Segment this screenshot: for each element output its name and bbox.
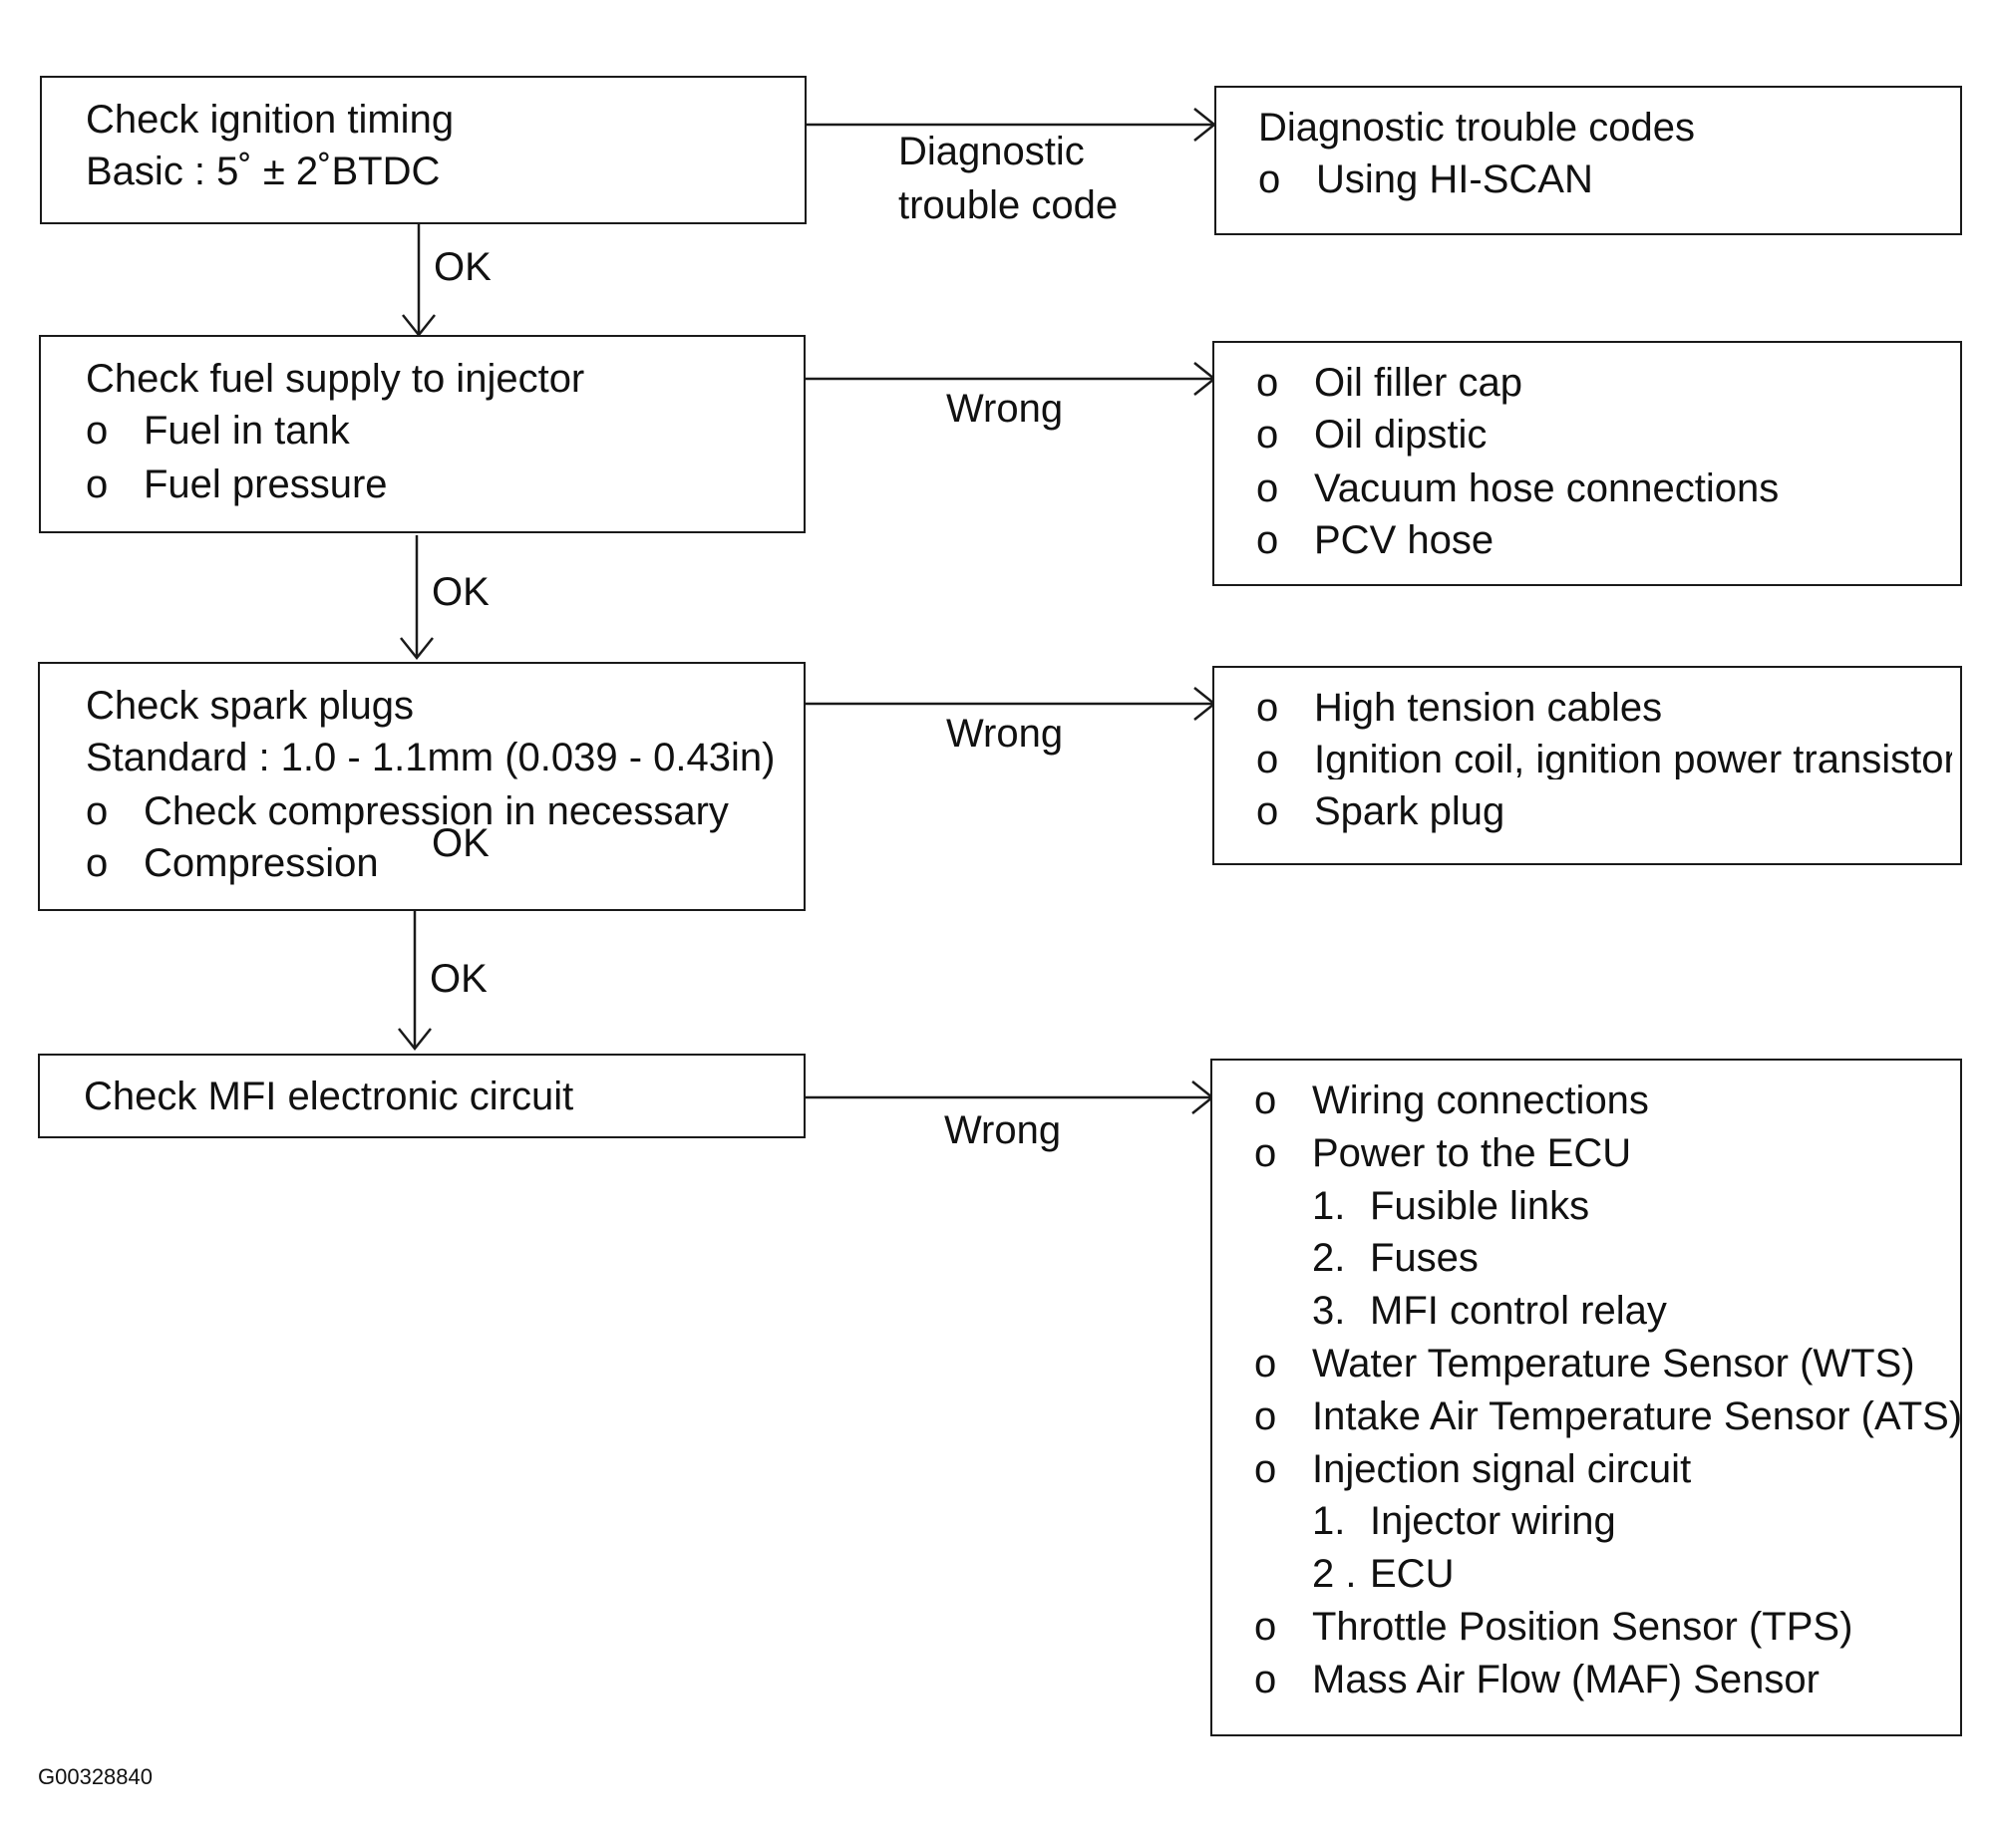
bullet: o: [1256, 686, 1279, 730]
item-text: Power to the ECU: [1312, 1131, 1632, 1175]
dtc-result-box: [1214, 86, 1962, 235]
fuel-wrong-item: o Oil dipstic: [1256, 415, 1487, 455]
item-text: Fuel in tank: [144, 409, 350, 453]
bullet: o: [86, 409, 109, 453]
bullet: o: [1254, 1394, 1277, 1438]
bullet: o: [1254, 1131, 1277, 1175]
step-spark-plugs-item: o Compression: [86, 843, 379, 883]
item-text: Injection signal circuit: [1312, 1447, 1692, 1491]
mfi-sub-item: 2. Fuses: [1254, 1238, 1479, 1278]
dtc-result-title: Diagnostic trouble codes: [1258, 106, 1696, 150]
item-text: Oil filler cap: [1314, 361, 1522, 405]
item-text: PCV hose: [1314, 518, 1494, 562]
mfi-sub-item: 3. MFI control relay: [1254, 1291, 1667, 1331]
step-fuel-supply-box: [39, 335, 806, 533]
spark-wrong-item: o Spark plug: [1256, 791, 1504, 831]
mfi-item: o Injection signal circuit: [1254, 1449, 1691, 1489]
bullet: o: [1258, 157, 1281, 201]
item-text: Spark plug: [1314, 789, 1505, 833]
ok-label: OK: [432, 821, 490, 865]
step-spark-plugs-box: [38, 662, 806, 911]
wrong-label: Wrong: [946, 712, 1064, 756]
spark-wrong-item: o Ignition coil, ignition power transisto…: [1256, 740, 1952, 779]
step-spark-plugs-title: Check spark plugs: [86, 684, 415, 728]
bullet: o: [1256, 738, 1279, 781]
bullet: o: [1256, 466, 1279, 510]
mfi-item: o Mass Air Flow (MAF) Sensor: [1254, 1660, 1820, 1699]
step-spark-plugs-item: o Check compression in necessary: [86, 791, 729, 831]
item-text: Check compression in necessary: [144, 789, 729, 833]
item-text: Fuel pressure: [144, 462, 388, 506]
item-text: Ignition coil, ignition power transistor: [1314, 740, 1952, 779]
item-text: Using HI-SCAN: [1316, 157, 1593, 201]
figure-code: G00328840: [38, 1764, 153, 1789]
item-text: Injector wiring: [1370, 1499, 1616, 1543]
wrong-label: Wrong: [944, 1108, 1062, 1152]
ok-label: OK: [432, 570, 490, 614]
step-spark-plugs-standard: Standard : 1.0 - 1.1mm (0.039 - 0.43in): [86, 736, 776, 779]
step-fuel-supply-item: o Fuel pressure: [86, 464, 388, 504]
item-text: Oil dipstic: [1314, 413, 1488, 457]
bullet: o: [1254, 1658, 1277, 1701]
step-mfi-circuit-box: [38, 1054, 806, 1138]
bullet: o: [1256, 361, 1279, 405]
item-text: Mass Air Flow (MAF) Sensor: [1312, 1658, 1820, 1701]
step-ignition-timing-title: Check ignition timing: [86, 98, 455, 142]
dtc-branch-label-line2: trouble code: [898, 183, 1119, 227]
ok-label: OK: [430, 957, 488, 1001]
bullet: o: [1254, 1342, 1277, 1386]
mfi-wrong-box: [1210, 1059, 1962, 1736]
item-text: Fuses: [1370, 1236, 1479, 1280]
step-ignition-timing-spec: Basic : 5˚ ± 2˚BTDC: [86, 150, 441, 193]
item-text: Throttle Position Sensor (TPS): [1312, 1605, 1853, 1649]
bullet: o: [1256, 518, 1279, 562]
step-fuel-supply-title: Check fuel supply to injector: [86, 357, 585, 401]
sub-item-number: 1.: [1312, 1499, 1346, 1543]
step-mfi-circuit-title: Check MFI electronic circuit: [84, 1075, 574, 1118]
item-text: High tension cables: [1314, 686, 1663, 730]
item-text: Intake Air Temperature Sensor (ATS): [1312, 1394, 1963, 1438]
mfi-item: o Intake Air Temperature Sensor (ATS): [1254, 1396, 1962, 1436]
mfi-item: o Power to the ECU: [1254, 1133, 1631, 1173]
sub-item-number: 1.: [1312, 1184, 1346, 1228]
bullet: o: [1254, 1605, 1277, 1649]
mfi-item: o Water Temperature Sensor (WTS): [1254, 1344, 1915, 1384]
mfi-sub-item: 2 . ECU: [1254, 1554, 1454, 1594]
ok-arrowhead-3: [398, 1028, 432, 1052]
fuel-wrong-item: o PCV hose: [1256, 520, 1494, 560]
mfi-sub-item: 1. Fusible links: [1254, 1186, 1589, 1226]
fuel-wrong-item: o Oil filler cap: [1256, 363, 1522, 403]
dtc-result-item: o Using HI-SCAN: [1258, 159, 1593, 199]
bullet: o: [1254, 1078, 1277, 1122]
sub-item-number: 3.: [1312, 1289, 1346, 1333]
bullet: o: [86, 462, 109, 506]
bullet: o: [1254, 1447, 1277, 1491]
sub-item-number: 2.: [1312, 1236, 1346, 1280]
bullet: o: [1256, 789, 1279, 833]
item-text: Wiring connections: [1312, 1078, 1649, 1122]
spark-wrong-box: [1212, 666, 1962, 865]
item-text: MFI control relay: [1370, 1289, 1667, 1333]
mfi-item: o Throttle Position Sensor (TPS): [1254, 1607, 1852, 1647]
bullet: o: [86, 789, 109, 833]
fuel-wrong-item: o Vacuum hose connections: [1256, 468, 1779, 508]
item-text: ECU: [1370, 1552, 1455, 1596]
sub-item-number: 2 .: [1312, 1552, 1357, 1596]
ok-label: OK: [434, 245, 492, 289]
mfi-sub-item: 1. Injector wiring: [1254, 1501, 1616, 1541]
spark-wrong-item: o High tension cables: [1256, 688, 1662, 728]
item-text: Vacuum hose connections: [1314, 466, 1780, 510]
dtc-branch-label-line1: Diagnostic: [898, 130, 1085, 173]
item-text: Compression: [144, 841, 379, 885]
step-fuel-supply-item: o Fuel in tank: [86, 411, 350, 451]
bullet: o: [1256, 413, 1279, 457]
fuel-wrong-box: [1212, 341, 1962, 586]
mfi-item: o Wiring connections: [1254, 1080, 1649, 1120]
step-ignition-timing-box: [40, 76, 807, 224]
item-text: Fusible links: [1370, 1184, 1590, 1228]
ok-arrowhead-2: [400, 637, 434, 661]
item-text: Water Temperature Sensor (WTS): [1312, 1342, 1915, 1386]
bullet: o: [86, 841, 109, 885]
wrong-label: Wrong: [946, 387, 1064, 431]
